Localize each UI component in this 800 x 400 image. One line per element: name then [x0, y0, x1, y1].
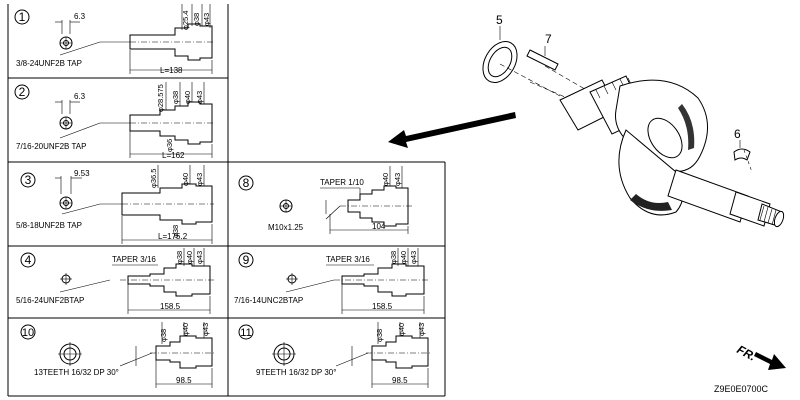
svg-text:TAPER 3/16: TAPER 3/16: [112, 255, 156, 264]
fr-arrow-icon: [754, 352, 786, 370]
svg-text:φ36.5: φ36.5: [149, 169, 158, 188]
svg-text:φ40: φ40: [397, 323, 406, 336]
variant-number-circle: [14, 9, 30, 25]
svg-text:158.5: 158.5: [372, 302, 393, 311]
part-6-key: 6: [733, 127, 751, 161]
variant-3-panel: 3 9.53 φ36.5 φ40 φ43 φ38 5/8-18UNF2B TAP…: [16, 165, 214, 244]
fr-label: FR.: [735, 342, 759, 363]
svg-text:φ38: φ38: [171, 91, 180, 104]
variant-11-panel: 11 φ38 φ40 φ43 9TEETH 16/32 DP 30° 98.5: [238, 322, 432, 388]
svg-text:5/16-24UNF2BTAP: 5/16-24UNF2BTAP: [16, 296, 84, 305]
svg-text:φ40: φ40: [181, 173, 190, 186]
pointer-arrow: [388, 112, 516, 148]
variant-4-panel: 4 TAPER 3/16 φ38 φ40 φ43 5/16-24UNF2BTAP…: [16, 248, 214, 314]
variant-10-panel: 10 φ38 φ40 φ43 13TEETH 16/32 DP 30° 98.5: [20, 322, 216, 388]
variant-number: 1: [19, 10, 26, 24]
svg-text:φ38: φ38: [389, 251, 398, 264]
svg-text:9TEETH 16/32 DP 30°: 9TEETH 16/32 DP 30°: [256, 368, 336, 377]
svg-text:φ43: φ43: [409, 251, 418, 264]
svg-text:φ40: φ40: [381, 173, 390, 186]
svg-text:φ38: φ38: [175, 251, 184, 264]
panel-grid: [7, 4, 446, 397]
variant-2-panel: 2 6.3 φ28.575 φ38 φ40 φ43 φ36 7/16-20UNF…: [14, 82, 214, 160]
svg-text:104: 104: [372, 222, 386, 231]
callout-6: 6: [734, 127, 741, 141]
svg-text:φ43: φ43: [393, 173, 402, 186]
crankshaft-illustration: 5 7 6: [388, 13, 786, 394]
svg-text:φ38: φ38: [159, 329, 168, 342]
svg-text:TAPER 3/16: TAPER 3/16: [326, 255, 370, 264]
svg-text:5/8-18UNF2B TAP: 5/8-18UNF2B TAP: [16, 221, 82, 230]
svg-text:φ43: φ43: [201, 323, 210, 336]
variant-1-panel: 1 6.3 φ25.4 φ38 φ43 3/8-24UNF2B TAP L=13…: [14, 4, 214, 75]
svg-text:11: 11: [240, 327, 251, 339]
svg-text:7/16-20UNF2B TAP: 7/16-20UNF2B TAP: [16, 142, 86, 151]
svg-text:φ40: φ40: [399, 251, 408, 264]
svg-text:158.5: 158.5: [160, 302, 181, 311]
part-7-key: 7: [526, 32, 559, 71]
svg-text:M10x1.25: M10x1.25: [268, 223, 304, 232]
front-direction-indicator: FR.: [735, 342, 786, 370]
svg-text:3: 3: [25, 173, 32, 187]
svg-text:φ43: φ43: [195, 251, 204, 264]
svg-text:L=162: L=162: [162, 151, 185, 160]
part-5-oil-seal: 5: [482, 13, 518, 83]
svg-text:φ40: φ40: [183, 91, 192, 104]
length-dim: L=138: [160, 66, 183, 75]
svg-text:φ43: φ43: [195, 173, 204, 186]
taper-label: TAPER 1/10: [320, 178, 364, 187]
svg-text:φ43: φ43: [417, 323, 426, 336]
svg-text:φ40: φ40: [181, 323, 190, 336]
svg-text:9: 9: [243, 253, 250, 267]
top-dim: 6.3: [74, 12, 86, 21]
figure-code: Z9E0E0700C: [714, 384, 769, 394]
svg-text:98.5: 98.5: [392, 376, 408, 385]
svg-text:6.3: 6.3: [74, 92, 86, 101]
svg-text:13TEETH 16/32 DP 30°: 13TEETH 16/32 DP 30°: [34, 368, 119, 377]
svg-text:φ38: φ38: [375, 329, 384, 342]
svg-text:9.53: 9.53: [74, 169, 90, 178]
svg-text:10: 10: [22, 327, 34, 339]
crankshaft-body: [559, 75, 785, 228]
variant-8-panel: 8 TAPER 1/10 φ40 φ43 M10x1.25 104: [238, 166, 412, 234]
svg-text:L=175.2: L=175.2: [158, 232, 188, 241]
svg-text:φ28.575: φ28.575: [156, 84, 165, 112]
variant-9-panel: 9 TAPER 3/16 φ38 φ40 φ43 7/16-14UNC2BTAP…: [234, 248, 428, 314]
svg-text:2: 2: [19, 85, 26, 99]
svg-text:φ25.4: φ25.4: [181, 11, 190, 30]
svg-text:8: 8: [243, 176, 250, 190]
svg-text:φ36: φ36: [165, 139, 174, 152]
svg-text:7/16-14UNC2BTAP: 7/16-14UNC2BTAP: [234, 296, 303, 305]
thread-spec: 3/8-24UNF2B TAP: [16, 59, 82, 68]
callout-5: 5: [496, 13, 503, 27]
svg-text:98.5: 98.5: [176, 376, 192, 385]
svg-text:φ43: φ43: [195, 91, 204, 104]
svg-text:φ43: φ43: [202, 13, 211, 26]
svg-text:φ38: φ38: [192, 13, 201, 26]
svg-text:4: 4: [25, 253, 32, 267]
callout-7: 7: [545, 32, 552, 46]
svg-text:φ40: φ40: [185, 251, 194, 264]
svg-text:φ38: φ38: [171, 225, 180, 238]
